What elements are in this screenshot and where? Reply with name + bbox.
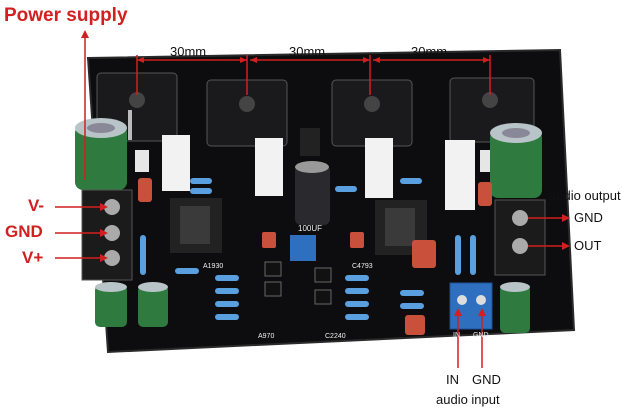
in-label: IN	[446, 372, 459, 387]
terminal-label-in: IN	[453, 332, 460, 339]
v-plus-label: V+	[22, 248, 44, 267]
board-text-cap: 100UF	[298, 224, 323, 233]
gnd-left-label: GND	[5, 222, 43, 241]
small-transistors	[264, 261, 332, 305]
board-text-c4793: C4793	[352, 263, 373, 270]
board-text-a1930: A1930	[203, 263, 224, 270]
spacing-dimension-lines	[136, 55, 491, 95]
film-capacitors	[138, 178, 492, 335]
capacitor-right-bottom	[500, 282, 530, 333]
resistors	[140, 178, 476, 320]
power-input-arrows	[55, 203, 108, 262]
gnd-right-label: GND	[574, 210, 603, 225]
power-screw-terminal	[81, 189, 133, 281]
power-supply-label: Power supply	[4, 5, 128, 26]
audio-input-arrows	[454, 308, 486, 368]
output-screw-terminal	[494, 199, 546, 276]
audio-output-label: audio output	[549, 188, 621, 203]
spacing-label-2: 30mm	[289, 44, 326, 59]
terminal-label-gnd: GND	[473, 332, 489, 339]
out-label: OUT	[574, 238, 602, 253]
audio-output-arrows	[528, 214, 570, 250]
gnd-bottom-label: GND	[472, 372, 501, 387]
capacitor-center	[295, 161, 330, 225]
audio-input-label: audio input	[436, 392, 500, 407]
trimmer-potentiometer	[290, 235, 316, 261]
v-minus-label: V-	[28, 196, 45, 215]
capacitor-left-bottom	[95, 282, 168, 327]
capacitor-left-top	[75, 118, 127, 190]
capacitor-right-top	[490, 123, 542, 198]
heatsink-blocks	[135, 135, 494, 210]
board-text-c2240: C2240	[325, 333, 346, 340]
spacing-label-1: 30mm	[170, 44, 207, 59]
audio-input-terminal	[449, 282, 493, 330]
power-supply-pointer	[81, 30, 89, 180]
power-transistor-3	[331, 79, 413, 147]
spacing-label-3: 30mm	[411, 44, 448, 59]
board-text-a970: A970	[258, 333, 275, 340]
